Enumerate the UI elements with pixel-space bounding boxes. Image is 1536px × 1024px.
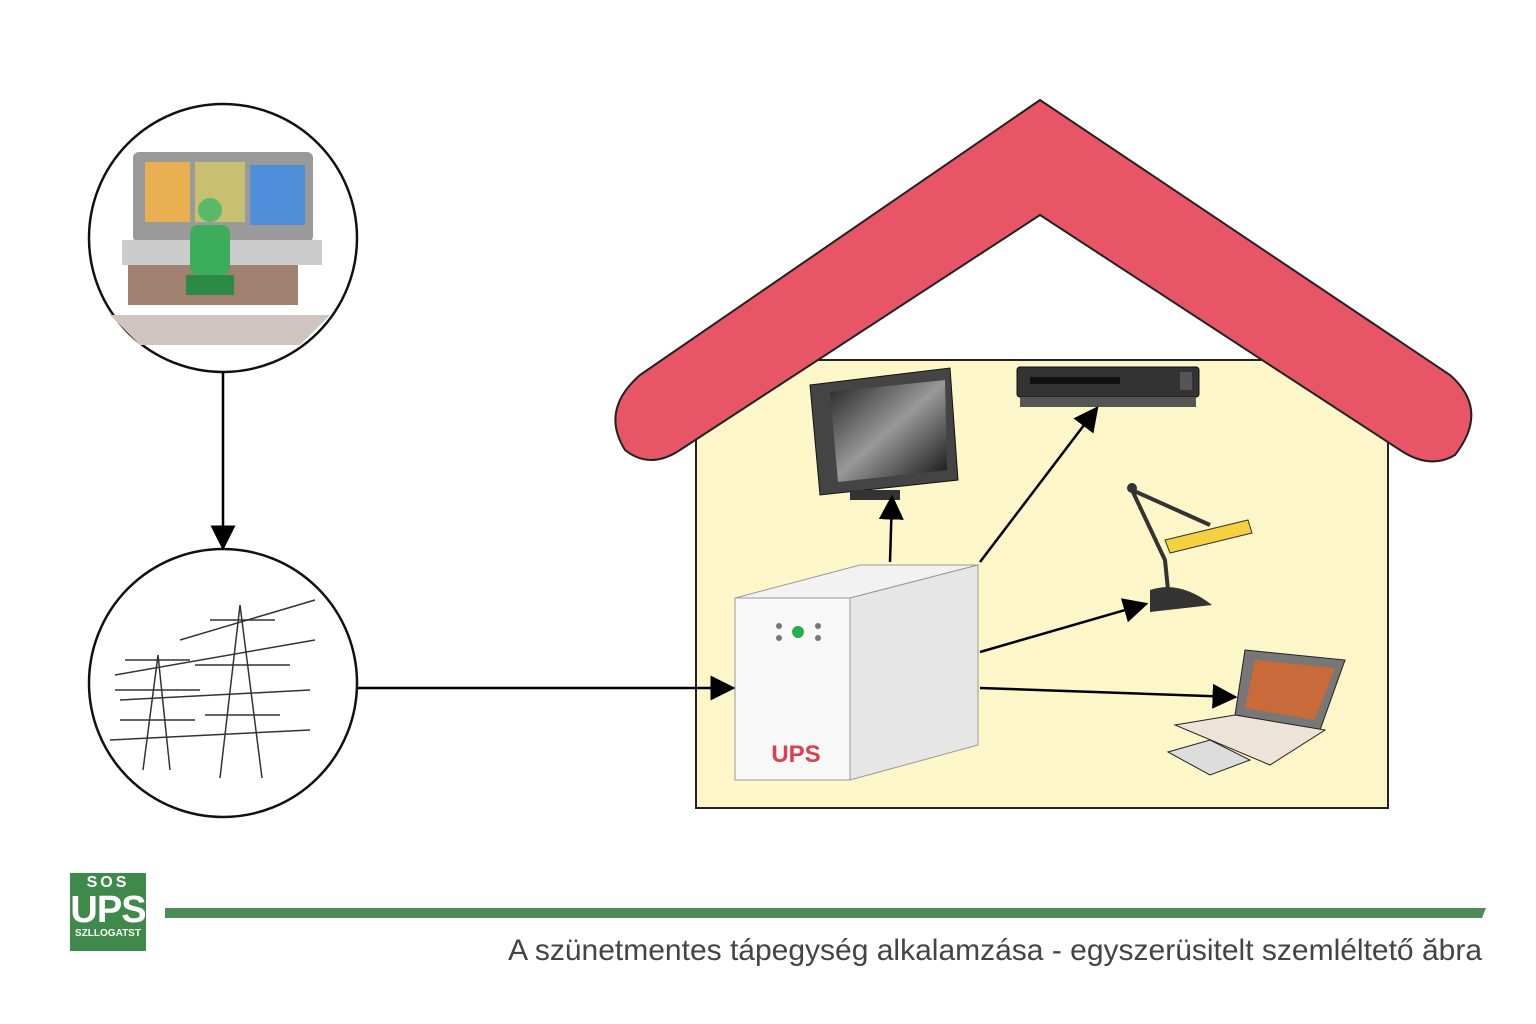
control-room-illustration	[87, 102, 359, 374]
arrow-ups-to-laptop	[979, 683, 1238, 709]
roof	[614, 98, 1473, 463]
logo-line2: UPS	[70, 889, 146, 931]
connection-arrows	[210, 372, 1238, 709]
tv-icon	[809, 367, 959, 500]
arrow-ups-to-lamp	[979, 598, 1149, 654]
ups-unit: UPS	[734, 564, 979, 781]
divider-line	[165, 908, 1486, 918]
arrow-ups-to-tv	[878, 494, 904, 563]
power-lines-illustration	[87, 547, 359, 819]
ups-label: UPS	[771, 741, 820, 768]
vcr-icon	[1016, 366, 1200, 407]
laptop-icon	[1166, 649, 1346, 776]
arrow-ups-to-vcr	[979, 406, 1099, 563]
lamp-icon	[1127, 483, 1253, 612]
caption: A szünetmentes tápegység alkalamzása - e…	[508, 934, 1482, 967]
logo-line1: SOS	[86, 874, 130, 891]
power-led	[792, 626, 804, 638]
logo-line3: SZLLOGATST	[75, 928, 141, 939]
sos-ups-logo: SOS UPS SZLLOGATST	[70, 873, 147, 951]
